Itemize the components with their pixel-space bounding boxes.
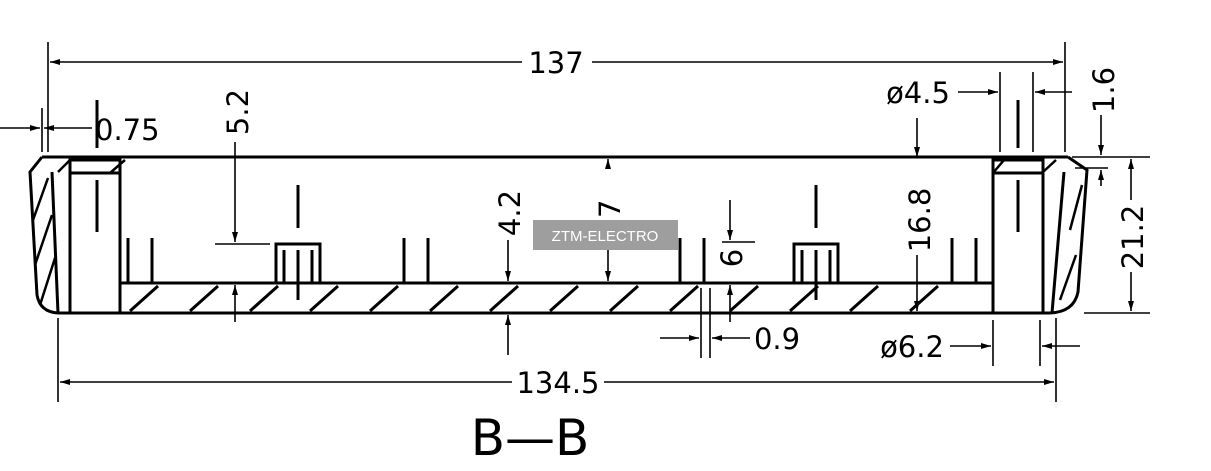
ribs: [126, 238, 978, 283]
part-outline: [28, 155, 1089, 315]
dim-rib-height: 6: [715, 249, 749, 267]
dim-overall-height: 21.2: [1116, 205, 1150, 270]
hatch-line: [249, 284, 279, 313]
dim-lip-height: 1.6: [1087, 67, 1121, 113]
hatch-line: [189, 284, 219, 313]
hatch-line: [909, 284, 939, 313]
wall-hatching: [31, 159, 1084, 306]
dim-overall-length: 137: [528, 46, 583, 80]
dim-hole-diameter: ø4.5: [886, 76, 950, 110]
hatch-line: [129, 284, 159, 313]
dimension-lines: [0, 42, 1150, 402]
dim-inner-length: 134.5: [516, 366, 599, 400]
dim-boss-diameter: ø6.2: [880, 330, 944, 364]
hatch-line: [549, 284, 579, 313]
hatch-line: [429, 284, 459, 313]
dim-boss-height: 16.8: [903, 188, 937, 253]
watermark: ZTM-ELECTRO: [533, 220, 678, 250]
hatch-line: [609, 284, 639, 313]
hatch-line: [729, 284, 759, 313]
watermark-text: ZTM-ELECTRO: [552, 228, 659, 245]
dimension-labels: 137 134.5 0.75 5.2 4.2 17 6 0.9 ø4.5 ø6.…: [95, 46, 1150, 400]
center-lines: [95, 100, 1020, 300]
dim-floor-thickness: 4.2: [493, 190, 527, 236]
section-label: B—B: [471, 409, 590, 467]
hatch-line: [849, 284, 879, 313]
floor-hatching: [129, 284, 939, 313]
hatch-line: [489, 284, 519, 313]
hatch-line: [789, 284, 819, 313]
hatch-line: [369, 284, 399, 313]
hatch-line: [669, 284, 699, 313]
dim-wall-thickness: 0.75: [95, 113, 160, 147]
dim-boss-depth: 5.2: [221, 89, 255, 135]
dim-rib-thickness: 0.9: [754, 322, 800, 356]
hatch-line: [309, 284, 339, 313]
